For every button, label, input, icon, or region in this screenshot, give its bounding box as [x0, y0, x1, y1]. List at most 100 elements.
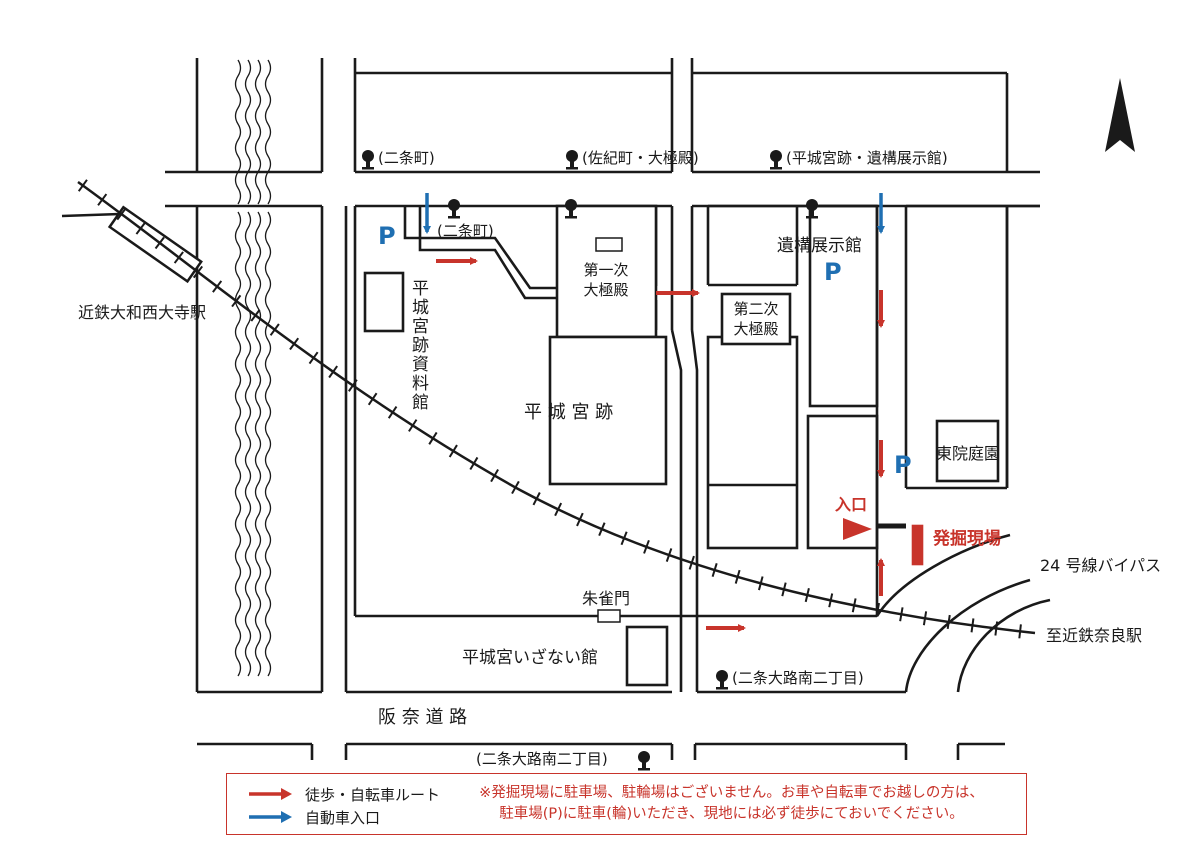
- rail-tick: [212, 280, 223, 293]
- rail-tick: [469, 456, 479, 470]
- rail-tick: [511, 480, 520, 495]
- rail-tick: [192, 265, 204, 279]
- rail-tick: [757, 576, 764, 591]
- bus-stop-icon: [770, 150, 782, 170]
- rail-tick: [946, 614, 951, 630]
- rail-tick: [598, 522, 606, 536]
- legend-note-line2: 駐車場(P)に駐車(輪)いただき、現地には必ず徒歩にておいでください。: [499, 806, 964, 822]
- entrance-label: 入口: [835, 495, 867, 514]
- hanna-road-label: 阪 奈 道 路: [378, 707, 467, 728]
- bus-stop-icon: [566, 150, 578, 170]
- suzakumon-gate: [597, 609, 621, 623]
- entrance-pointer: [843, 518, 872, 540]
- bus-stop-icon: [638, 751, 650, 771]
- rail-tick: [173, 251, 184, 264]
- shiryokan-char: 平: [412, 279, 429, 299]
- legend-note: ※発掘現場に駐車場、駐輪場はございません。お車や自転車でお越しの方は、 駐車場(…: [459, 783, 1004, 825]
- kintetsu-saidaiji-label: 近鉄大和西大寺駅: [78, 303, 206, 322]
- rail-tick: [554, 502, 563, 517]
- stop-label-sakicho: (佐紀町・大極殿): [582, 149, 699, 167]
- rail-tick: [135, 222, 146, 235]
- buildings: [363, 204, 1000, 687]
- rail-tick: [970, 618, 975, 633]
- stop-label-nijo-oji-mid: (二条大路南二丁目): [732, 669, 864, 687]
- parking-icon: P: [824, 258, 842, 286]
- bus-stop-icon: [716, 670, 728, 690]
- rail-tick: [875, 602, 881, 618]
- river: [234, 59, 272, 677]
- route24-label: 24 号線バイパス: [1040, 556, 1161, 575]
- rail-tick: [428, 431, 438, 445]
- daigokuden1-label-1: 第一次: [583, 261, 628, 279]
- rail-tick: [828, 593, 834, 608]
- toin-teien-label: 東院庭園: [936, 444, 1000, 463]
- rail-tick: [348, 379, 358, 392]
- car-arrow-icon: [249, 811, 292, 823]
- rail-tick: [576, 512, 584, 527]
- rail-tick: [643, 539, 650, 554]
- legend: 徒歩・自転車ルート 自動車入口 ※発掘現場に駐車場、駐輪場はございません。お車や…: [226, 773, 1027, 835]
- shiryokan-char: 料: [412, 374, 429, 394]
- rail-tick: [77, 179, 88, 192]
- daigokuden1-label-2: 大極殿: [583, 281, 628, 299]
- shiryokan-char: 館: [412, 393, 429, 413]
- stop-label-heijo-ikou: (平城宮跡・遺構展示館): [786, 149, 948, 167]
- rail-tick: [665, 548, 673, 562]
- toin-building: [935, 419, 1000, 483]
- legend-car-label: 自動車入口: [305, 809, 381, 827]
- daigokuden2-label-2: 大極殿: [733, 320, 778, 338]
- legend-walk-label: 徒歩・自転車ルート: [305, 786, 441, 804]
- shiryokan-building: [363, 271, 405, 333]
- rail-tick: [532, 492, 541, 506]
- rail-tick: [734, 569, 741, 584]
- rail-tick: [289, 337, 300, 351]
- rail-tick: [408, 419, 418, 432]
- roads: [165, 58, 1051, 760]
- bus-stop-icon: [806, 199, 818, 219]
- excavation-label: 発掘現場: [932, 528, 1001, 549]
- car-entrance-arrows: [423, 193, 885, 234]
- rail-tick: [116, 207, 127, 221]
- to-nara-label: 至近鉄奈良駅: [1046, 626, 1142, 645]
- railway: [61, 179, 1036, 639]
- daigokuden2-label-1: 第二次: [733, 300, 778, 318]
- rail-tick: [490, 469, 499, 483]
- stop-label-nijo-top: (二条町): [378, 149, 435, 167]
- station-building: [107, 205, 203, 284]
- daigokuden2-building: [720, 292, 792, 346]
- rail-tick: [154, 236, 165, 250]
- rail-tick: [804, 587, 810, 603]
- legend-walk-row: 徒歩・自転車ルート: [247, 784, 440, 805]
- daigokuden1-building: [555, 204, 658, 339]
- bus-stop-icons: [362, 150, 818, 771]
- shiryokan-char: 資: [412, 355, 429, 375]
- bus-stop-icon: [448, 199, 460, 219]
- stop-label-nijo-inner: (二条町): [437, 222, 494, 240]
- rail-tick: [269, 323, 280, 336]
- rail-tick: [922, 611, 928, 626]
- rail-tick: [387, 405, 398, 419]
- rail-tick: [367, 392, 378, 406]
- walking-route-arrows: [436, 257, 885, 632]
- walk-arrow-icon: [249, 788, 292, 800]
- palace-main-block: [548, 335, 668, 486]
- rail-tick: [711, 563, 718, 577]
- rail-tick: [851, 598, 857, 613]
- rail-tick: [688, 555, 695, 570]
- excavation-marker: [911, 524, 924, 566]
- rail-tick: [1018, 624, 1022, 639]
- rail-tick: [250, 309, 261, 322]
- bus-stop-icon: [565, 199, 577, 219]
- suzakumon-label: 朱雀門: [582, 589, 630, 608]
- rail-tick: [899, 607, 904, 622]
- parking-icon: P: [378, 222, 396, 250]
- rail-tick: [328, 365, 338, 379]
- north-arrow-icon: [1105, 78, 1135, 152]
- parking-icon: P: [894, 451, 912, 479]
- izanaikan-building: [625, 625, 669, 687]
- ikou-tenjikan-label: 遺構展示館: [777, 236, 862, 256]
- bus-stop-icon: [362, 150, 374, 170]
- rail-tick: [448, 444, 458, 458]
- rail-tick: [781, 582, 787, 597]
